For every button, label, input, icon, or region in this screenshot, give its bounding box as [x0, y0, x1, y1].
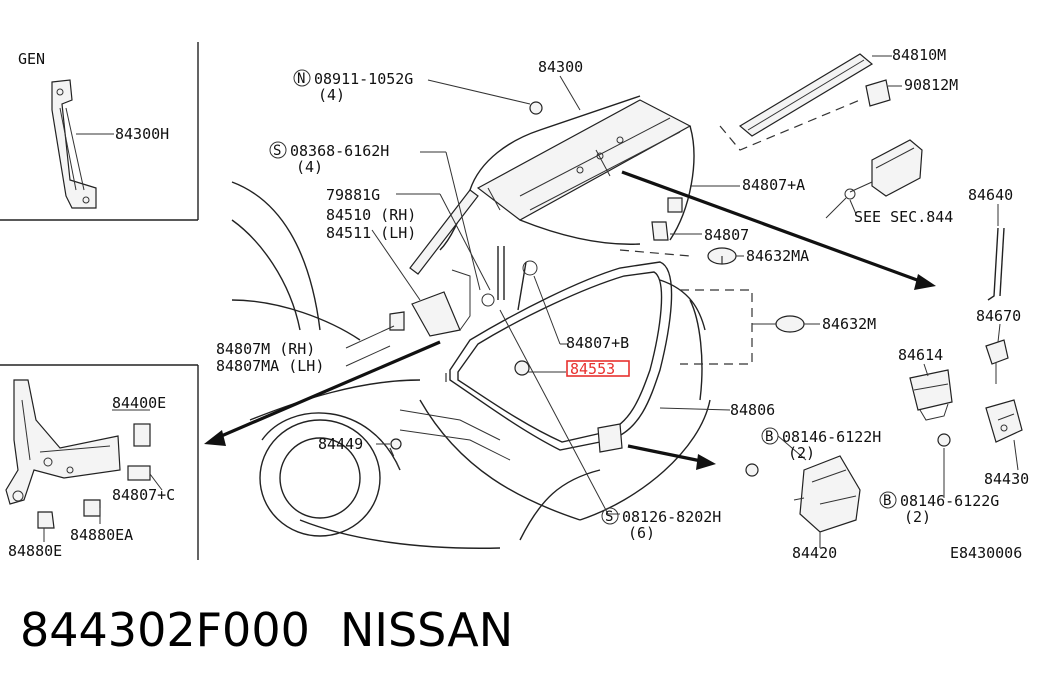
label-cylinder: 84614	[898, 346, 943, 364]
nut-icon	[529, 101, 543, 115]
label-hinge-a: 79881G	[326, 186, 380, 204]
label-b-bolt1: 08146-6122H	[782, 428, 881, 446]
car-body	[231, 181, 711, 549]
caption-brand: NISSAN	[340, 603, 513, 657]
arrows	[204, 170, 936, 470]
clip-icon	[133, 423, 151, 447]
label-see-sec: SEE SEC.844	[854, 208, 953, 226]
labels: N 08911-1052G (4) 84300 S 08368-6162H (4…	[216, 46, 1029, 562]
inset-part-84880EA: 84880EA	[70, 526, 133, 544]
label-s-bolt: 08126-8202H	[622, 508, 721, 526]
label-highlight-part: 84553	[570, 360, 615, 378]
trunk-lock-icon	[793, 455, 861, 533]
label-hinge-lh: 84511 (LH)	[326, 224, 416, 242]
label-bumper-b: 84807+B	[566, 334, 629, 352]
inset-part-84400E: 84400E	[112, 394, 166, 412]
label-grommet: 84449	[318, 435, 363, 453]
s-symbol-2: S	[605, 509, 613, 525]
label-weatherstrip: 84806	[730, 401, 775, 419]
inset-gen-part: 84300H	[115, 125, 169, 143]
clip-icon	[865, 79, 891, 107]
label-bumper: 84807	[704, 226, 749, 244]
trunk-lid	[439, 95, 695, 251]
label-n-bolt: 08911-1052G	[314, 70, 413, 88]
trunk-actuator-icon	[825, 139, 923, 219]
label-stopper-lh: 84807MA (LH)	[216, 357, 324, 375]
label-stopper-rh: 84807M (RH)	[216, 340, 315, 358]
label-hinge-rh: 84510 (RH)	[326, 206, 416, 224]
bolt-84553-icon	[514, 360, 530, 376]
label-lock: 84420	[792, 544, 837, 562]
highlight-box	[566, 360, 630, 377]
bolt-icon	[937, 433, 951, 447]
rod-clip-icon	[985, 339, 1009, 384]
label-s-bolt-qty: (6)	[628, 524, 655, 542]
label-diagram-code: E8430006	[950, 544, 1022, 562]
label-plug-m: 84632M	[822, 315, 876, 333]
n-symbol: N	[297, 71, 305, 87]
b-symbol-1: B	[765, 429, 773, 445]
leader-lines	[345, 75, 1019, 548]
hinge-arm-icon	[5, 379, 121, 505]
b-symbol-2: B	[883, 493, 891, 509]
label-trunk-lid: 84300	[538, 58, 583, 76]
label-striker: 84430	[984, 470, 1029, 488]
hinge-bracket-icon	[51, 79, 97, 209]
label-bumper-a: 84807+A	[742, 176, 805, 194]
grommet-icon	[390, 438, 402, 450]
label-rod-clip: 84670	[976, 307, 1021, 325]
inset-hinge-detail: 84400E 84807+C 84880EA 84880E	[0, 364, 199, 560]
label-n-bolt-qty: (4)	[318, 86, 345, 104]
caption-part-number: 844302F000	[20, 603, 310, 657]
bumper-c-icon	[127, 465, 151, 481]
label-b-bolt2-qty: (2)	[904, 508, 931, 526]
label-garnish: 84810M	[892, 46, 946, 64]
latch-icon	[597, 423, 623, 453]
inset-part-84880E: 84880E	[8, 542, 62, 560]
garnish	[738, 53, 902, 137]
label-b-bolt2: 08146-6122G	[900, 492, 999, 510]
weatherstrip	[449, 261, 673, 451]
key-cylinder-icon	[909, 369, 953, 421]
striker-icon	[985, 399, 1023, 443]
bumper-a-icon	[667, 197, 683, 213]
bolt-icon	[745, 463, 759, 477]
label-clip: 90812M	[904, 76, 958, 94]
inset-gen-title: GEN	[18, 50, 45, 68]
label-rod: 84640	[968, 186, 1013, 204]
s-symbol-1: S	[273, 143, 281, 159]
inset-gen: GEN 84300H	[0, 42, 199, 221]
clip-ea-icon	[83, 499, 101, 517]
inset-part-84807C: 84807+C	[112, 486, 175, 504]
label-s-screw: 08368-6162H	[290, 142, 389, 160]
label-s-screw-qty: (4)	[296, 158, 323, 176]
plug-m-icon	[775, 315, 805, 333]
bumper-icon	[651, 221, 669, 241]
rod-84640	[987, 227, 1005, 301]
label-plug-ma: 84632MA	[746, 247, 809, 265]
label-b-bolt1-qty: (2)	[788, 444, 815, 462]
clip-e-icon	[37, 511, 55, 529]
